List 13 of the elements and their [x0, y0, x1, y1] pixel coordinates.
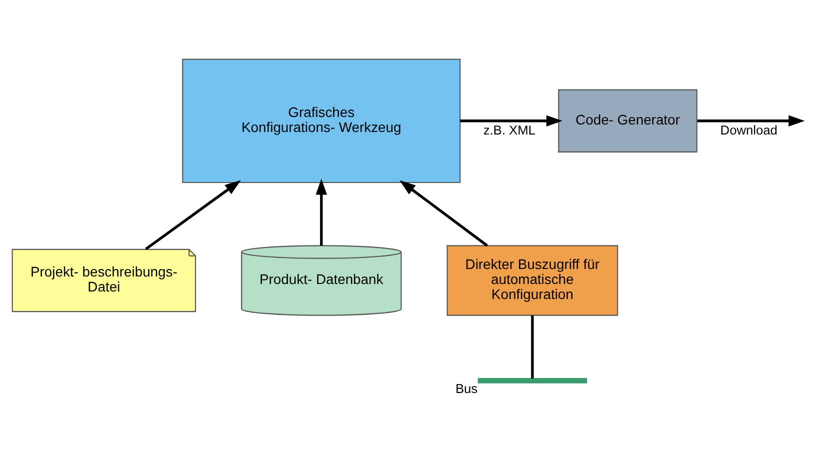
arrow: [400, 180, 488, 246]
node-box: Code- Generator: [558, 88, 698, 152]
edge-label: Download: [720, 122, 778, 137]
node-box: Direkter Buszugriff für automatische Konfiguration: [446, 244, 618, 316]
arrow: [460, 114, 562, 126]
edge-label: z.B. XML: [483, 122, 536, 137]
node-bar: [478, 377, 588, 383]
connector: [531, 314, 534, 378]
arrow: [145, 180, 241, 250]
arrow: [697, 114, 805, 126]
node-box: Grafisches Konfigurations- Werkzeug: [182, 58, 461, 182]
arrow: [316, 178, 328, 246]
node-label: Bus: [455, 380, 478, 396]
